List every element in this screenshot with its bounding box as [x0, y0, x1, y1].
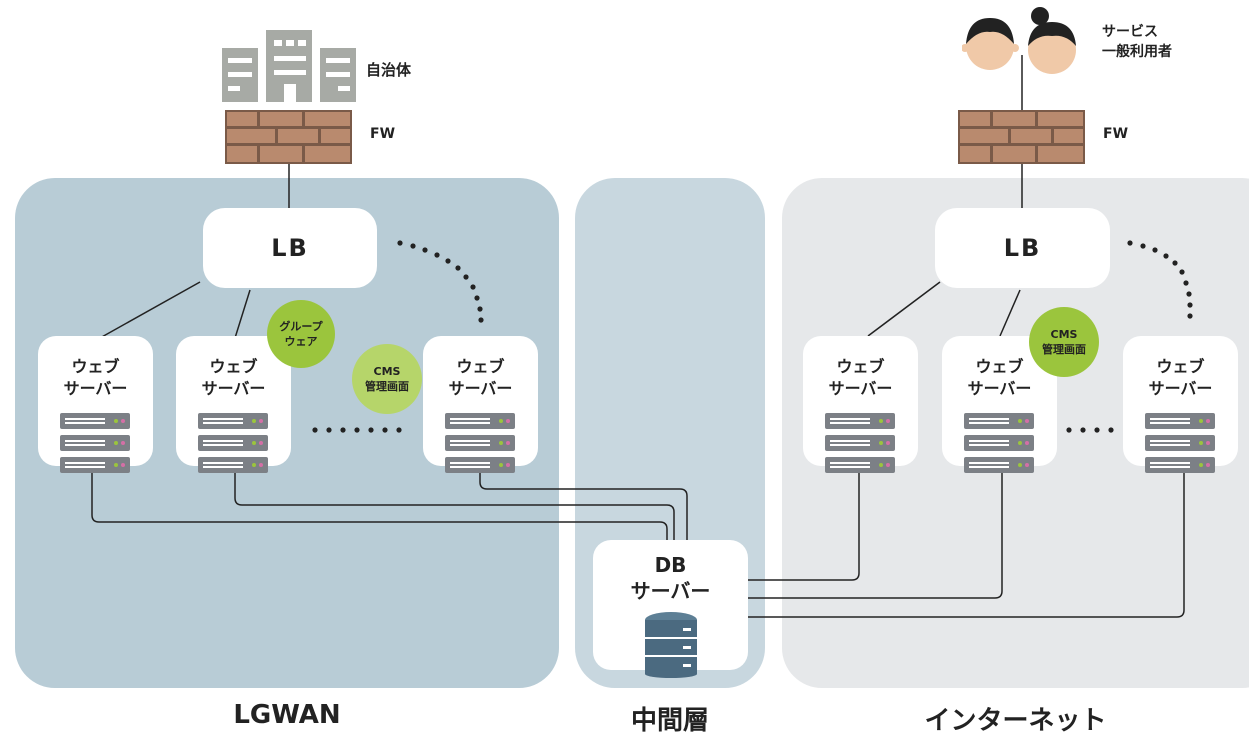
building-icon	[222, 30, 356, 102]
server-rack-icon	[1145, 413, 1215, 473]
firewall-icon	[225, 110, 352, 164]
lb-right: LB	[935, 208, 1110, 288]
server-rack-icon	[445, 413, 515, 473]
more-servers-dots	[312, 427, 402, 433]
web-server-2: ウェブ サーバー	[176, 336, 291, 466]
lb-left: LB	[203, 208, 377, 288]
municipality-label: 自治体	[366, 61, 412, 79]
cms-badge-left: CMS 管理画面	[352, 344, 422, 414]
more-servers-dots	[1066, 427, 1114, 433]
web-server-label: ウェブ サーバー	[448, 357, 513, 398]
groupware-badge: グループ ウェア	[267, 300, 335, 368]
web-server-label: ウェブ サーバー	[201, 357, 266, 398]
cms-badge-right: CMS 管理画面	[1029, 307, 1099, 377]
database-icon	[645, 612, 697, 678]
users-label: サービス 一般利用者	[1102, 24, 1172, 60]
db-server: DB サーバー	[593, 540, 748, 670]
lgwan-label: LGWAN	[233, 700, 341, 730]
internet-label: インターネット	[924, 706, 1107, 736]
web-server-label: ウェブ サーバー	[63, 357, 128, 398]
middle-layer-label: 中間層	[630, 706, 709, 736]
web-server-label: ウェブ サーバー	[828, 357, 893, 398]
web-server-label: ウェブ サーバー	[1148, 357, 1213, 398]
firewall-icon	[958, 110, 1085, 164]
server-rack-icon	[60, 413, 130, 473]
fw-left-label: FW	[370, 126, 396, 142]
server-rack-icon	[964, 413, 1034, 473]
web-server-label: ウェブ サーバー	[967, 357, 1032, 398]
server-rack-icon	[198, 413, 268, 473]
db-server-label: DB サーバー	[630, 553, 711, 603]
people-icon	[962, 7, 1076, 74]
fw-right-label: FW	[1103, 126, 1129, 142]
server-rack-icon	[825, 413, 895, 473]
